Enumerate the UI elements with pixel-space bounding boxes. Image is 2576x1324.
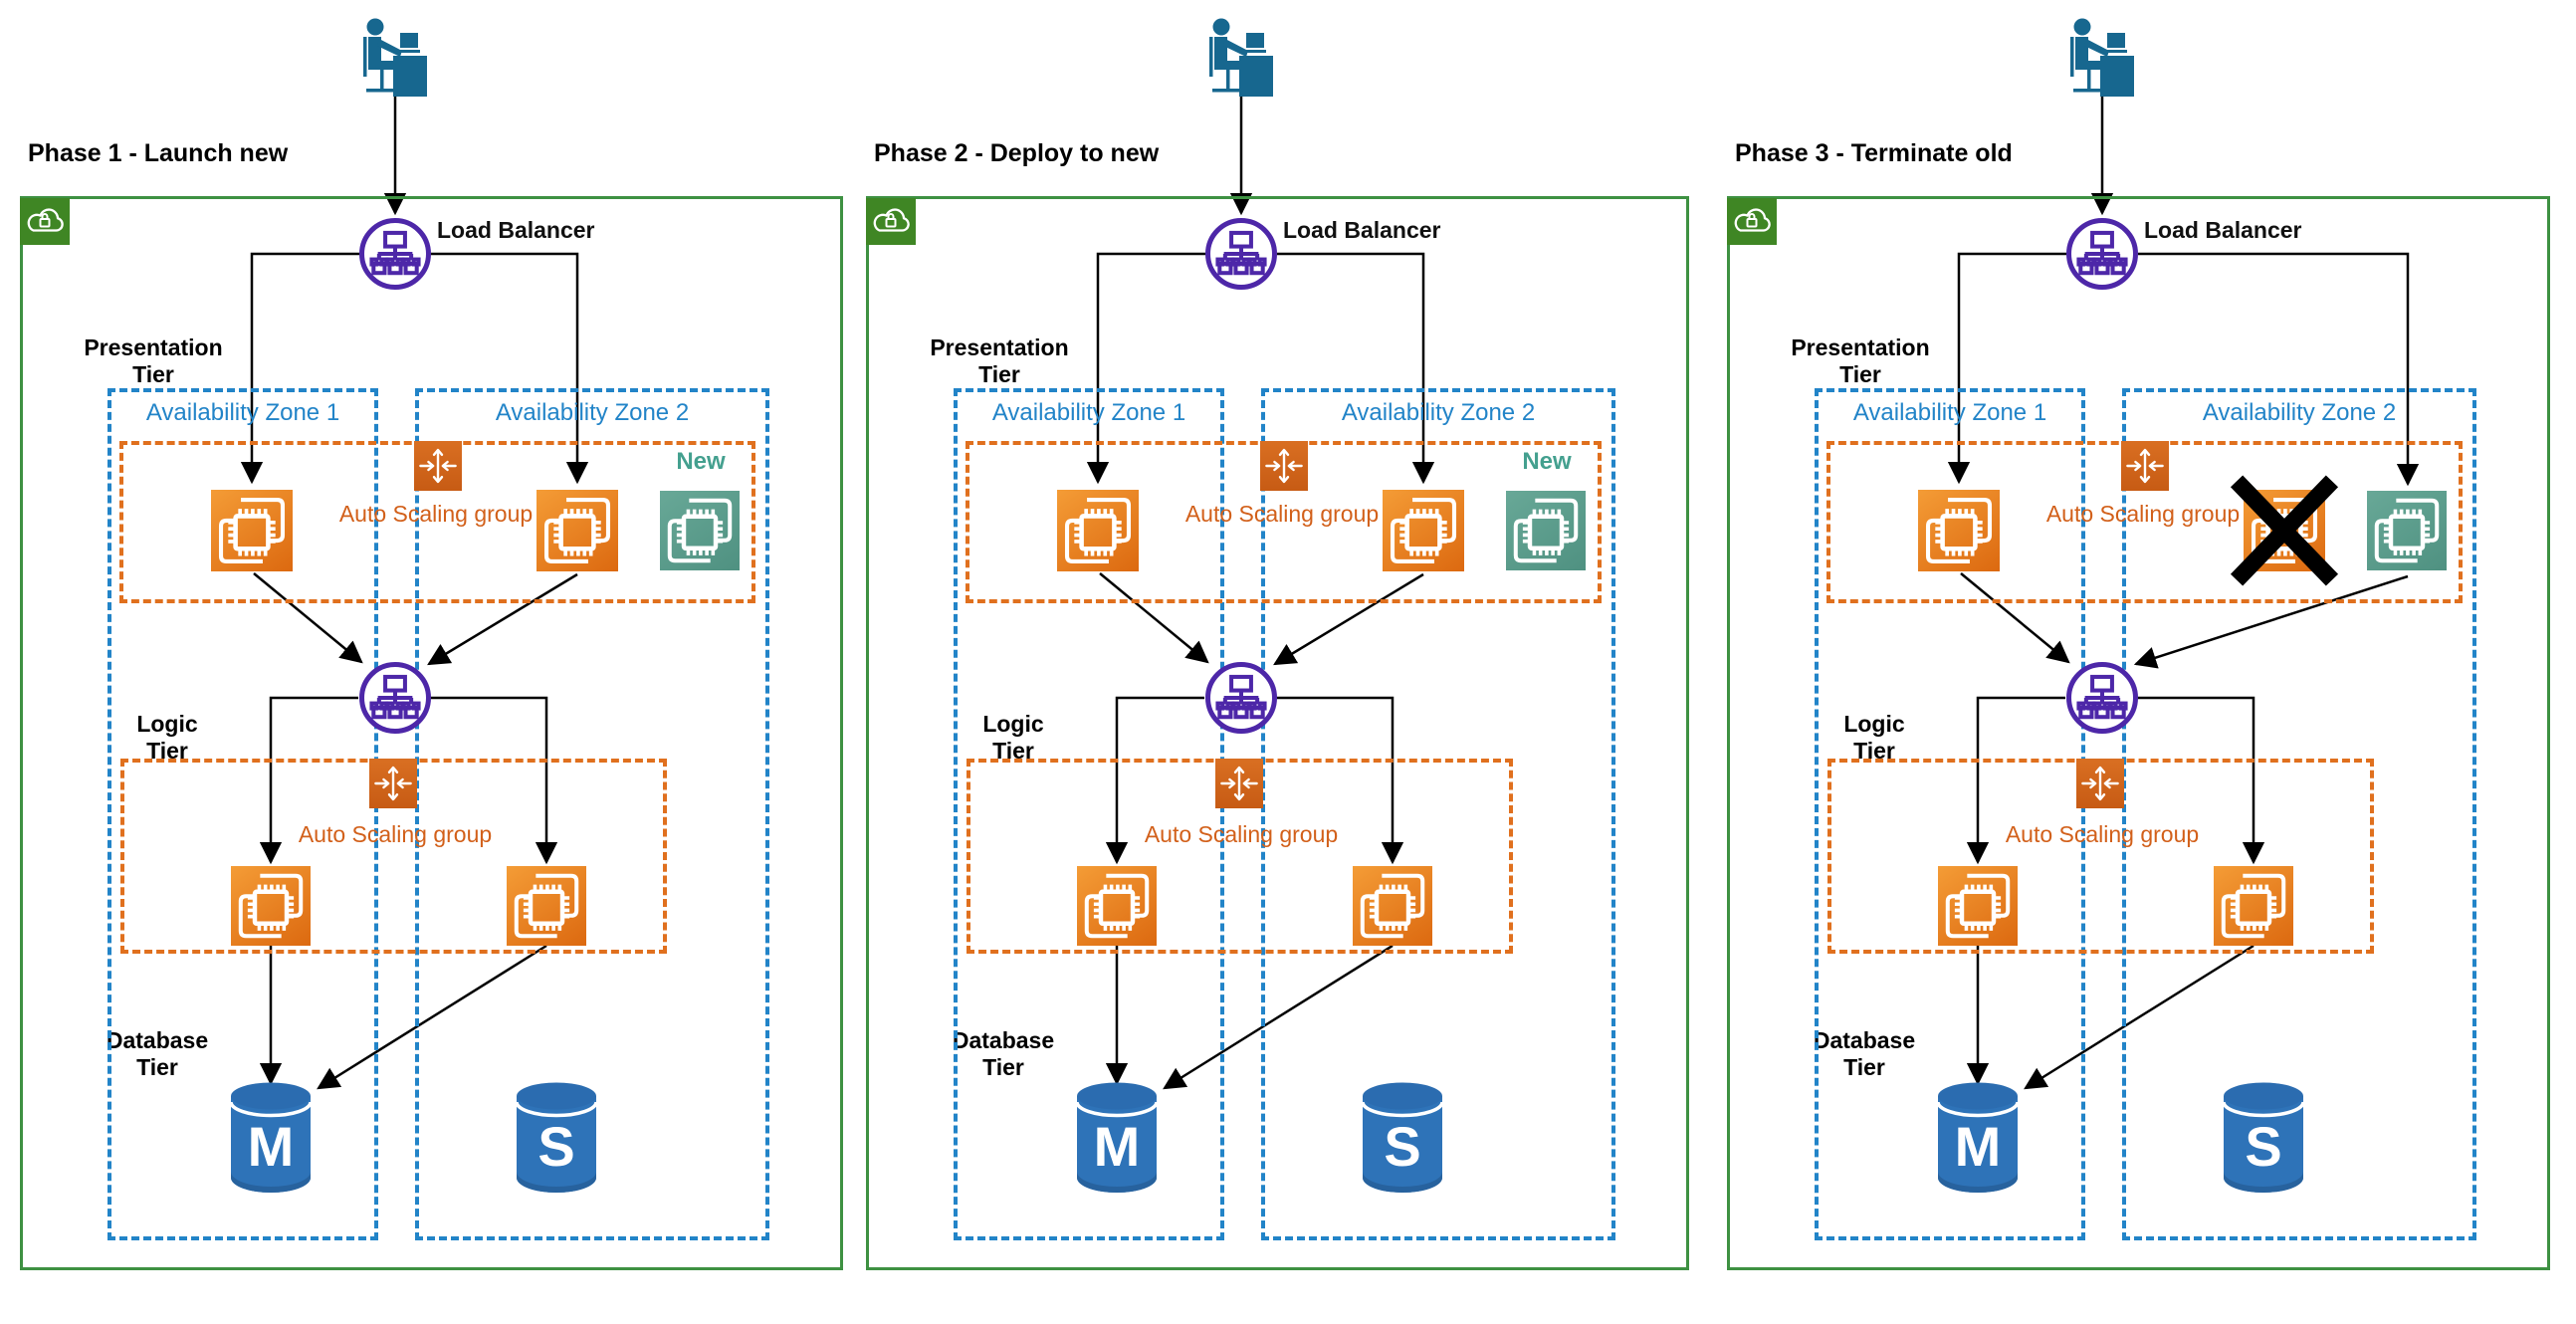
internal-load-balancer-icon [359,662,431,734]
ec2-instance-icon [507,866,586,946]
phase-title: Phase 3 - Terminate old [1735,139,2013,167]
aws-cloud-icon [866,198,916,245]
internal-load-balancer-icon [2066,662,2138,734]
standby-database-icon: S [2220,1080,2307,1194]
availability-zone-2-box [2122,388,2476,1240]
auto-scaling-icon [1260,441,1308,491]
availability-zone-1-box [1815,388,2085,1240]
database-tier-label: Database Tier [106,1027,209,1080]
availability-zone-2-label: Availability Zone 2 [2202,399,2397,426]
availability-zone-1-label: Availability Zone 1 [991,399,1186,426]
load-balancer-icon [1205,218,1277,290]
new-ec2-instance-icon [2367,491,2447,570]
load-balancer-icon [359,218,431,290]
user-icon [349,10,429,98]
asg-logic-label: Auto Scaling group [1144,821,1339,847]
auto-scaling-icon [1215,759,1263,808]
terminate-x-mark [2237,481,2332,580]
ec2-instance-icon [231,866,311,946]
ec2-instance-icon [1918,490,2000,571]
aws-cloud-icon [20,198,70,245]
master-database-icon: M [1073,1080,1161,1194]
database-tier-label: Database Tier [952,1027,1055,1080]
phase-2-panel: Phase 2 - Deploy to new Load Balancer Pr… [864,0,1696,1324]
phase-title: Phase 2 - Deploy to new [874,139,1160,167]
asg-presentation-label: Auto Scaling group [1184,501,1380,527]
auto-scaling-icon [414,441,462,491]
availability-zone-1-box [954,388,1224,1240]
presentation-tier-label: Presentation Tier [84,334,223,387]
load-balancer-label: Load Balancer [437,217,595,243]
availability-zone-2-label: Availability Zone 2 [1341,399,1536,426]
ec2-instance-icon [1077,866,1157,946]
load-balancer-icon [2066,218,2138,290]
aws-cloud-icon [1727,198,1777,245]
availability-zone-2-label: Availability Zone 2 [495,399,690,426]
asg-logic-label: Auto Scaling group [298,821,493,847]
internal-load-balancer-icon [1205,662,1277,734]
asg-presentation-label: Auto Scaling group [338,501,534,527]
phase-title: Phase 1 - Launch new [28,139,289,167]
ec2-instance-icon [1383,490,1464,571]
standby-database-letter: S [2245,1115,2282,1178]
standby-database-letter: S [1384,1115,1421,1178]
standby-database-icon: S [1359,1080,1446,1194]
user-icon [2056,10,2136,98]
ec2-instance-icon [537,490,618,571]
asg-presentation-label: Auto Scaling group [2045,501,2241,527]
availability-zone-1-label: Availability Zone 1 [1852,399,2047,426]
asg-logic-label: Auto Scaling group [2005,821,2200,847]
load-balancer-label: Load Balancer [1283,217,1441,243]
phase-3-panel: Phase 3 - Terminate old Load Balancer Pr… [1725,0,2557,1324]
master-database-icon: M [1934,1080,2022,1194]
logic-tier-label: Logic Tier [136,711,198,764]
new-instance-label: New [1522,448,1572,475]
auto-scaling-icon [369,759,417,808]
availability-zone-1-box [107,388,378,1240]
availability-zone-1-label: Availability Zone 1 [145,399,340,426]
master-database-letter: M [1093,1115,1141,1178]
ec2-instance-icon [1353,866,1432,946]
new-ec2-instance-icon [660,491,740,570]
aws-cloud-boundary [866,196,1689,1270]
phase-1-panel: Phase 1 - Launch new Load Balancer Prese… [18,0,850,1324]
ec2-instance-icon [1057,490,1139,571]
standby-database-letter: S [537,1115,575,1178]
master-database-icon: M [227,1080,315,1194]
presentation-tier-label: Presentation Tier [930,334,1069,387]
load-balancer-label: Load Balancer [2144,217,2302,243]
aws-cloud-boundary [20,196,843,1270]
master-database-letter: M [1954,1115,2002,1178]
ec2-instance-icon [211,490,293,571]
ec2-instance-icon [2214,866,2293,946]
new-ec2-instance-icon [1506,491,1586,570]
standby-database-icon: S [513,1080,600,1194]
new-instance-label: New [676,448,726,475]
auto-scaling-icon [2121,441,2169,491]
availability-zone-2-box [415,388,769,1240]
presentation-tier-label: Presentation Tier [1791,334,1930,387]
auto-scaling-icon [2076,759,2124,808]
user-icon [1195,10,1275,98]
aws-cloud-boundary [1727,196,2550,1270]
availability-zone-2-box [1261,388,1615,1240]
master-database-letter: M [247,1115,295,1178]
logic-tier-label: Logic Tier [1843,711,1905,764]
ec2-instance-icon [1938,866,2018,946]
database-tier-label: Database Tier [1813,1027,1916,1080]
